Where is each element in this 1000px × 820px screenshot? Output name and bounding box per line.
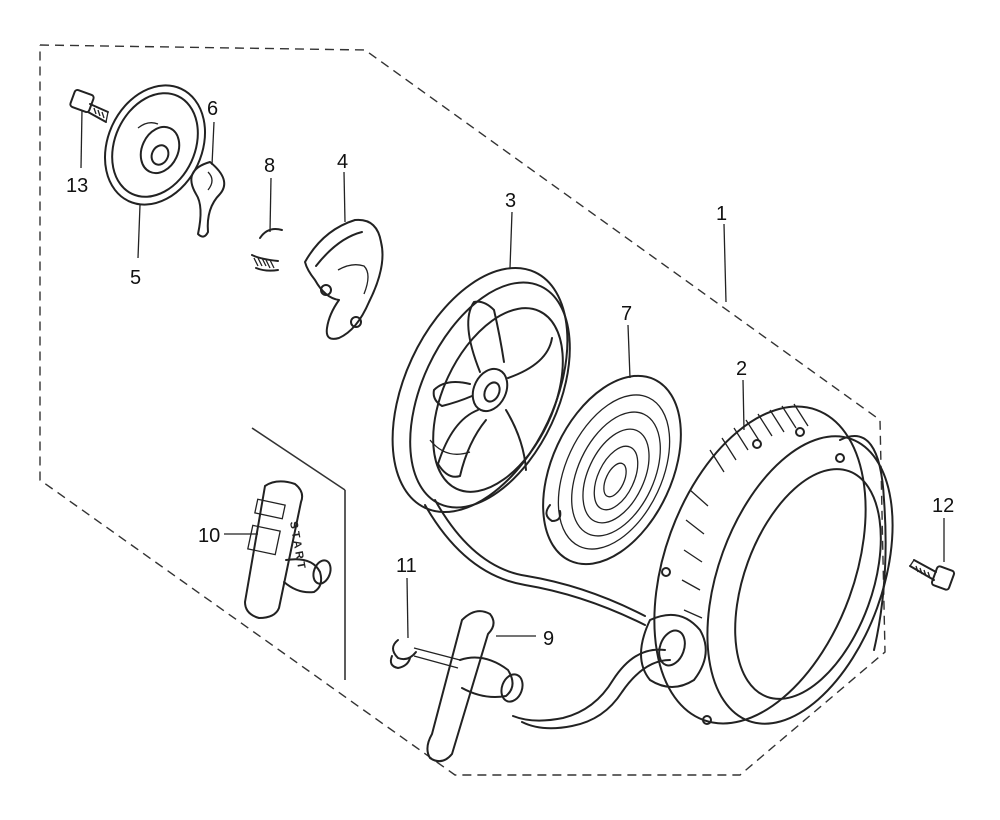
callout-2: 2 [736,358,747,380]
callout-6: 6 [207,98,218,120]
callout-11: 11 [396,555,417,577]
part-10-start-grip: START [244,480,332,619]
callout-5: 5 [130,267,141,289]
assembly-boundary [39,44,886,776]
part-4-ratchet [304,218,384,340]
callout-labels: 1 2 3 4 5 6 7 8 9 10 11 12 13 [66,98,954,650]
callout-3: 3 [505,190,516,212]
callout-12: 12 [932,495,954,517]
callout-1: 1 [716,203,727,225]
part-8-spring [251,228,283,272]
callout-13: 13 [66,175,88,197]
part-2-starter-case [640,403,894,725]
part-3-reel [391,266,571,514]
callout-7: 7 [621,303,632,325]
callout-8: 8 [264,155,275,177]
callout-10: 10 [198,525,220,547]
grip-subgroup-boundary [251,427,346,680]
starter-rope [424,499,671,730]
part-7-recoil-spring [542,374,682,566]
part-13-bolt [69,88,109,123]
start-stamp-text: START [287,520,308,572]
part-12-bolt [909,559,956,591]
part-9-grip [426,610,524,763]
part-11-knot [389,639,461,669]
callout-9: 9 [543,628,554,650]
callout-4: 4 [337,151,348,173]
part-6-clip [190,161,226,238]
part-5-plate [103,84,207,206]
leader-lines [80,109,945,639]
